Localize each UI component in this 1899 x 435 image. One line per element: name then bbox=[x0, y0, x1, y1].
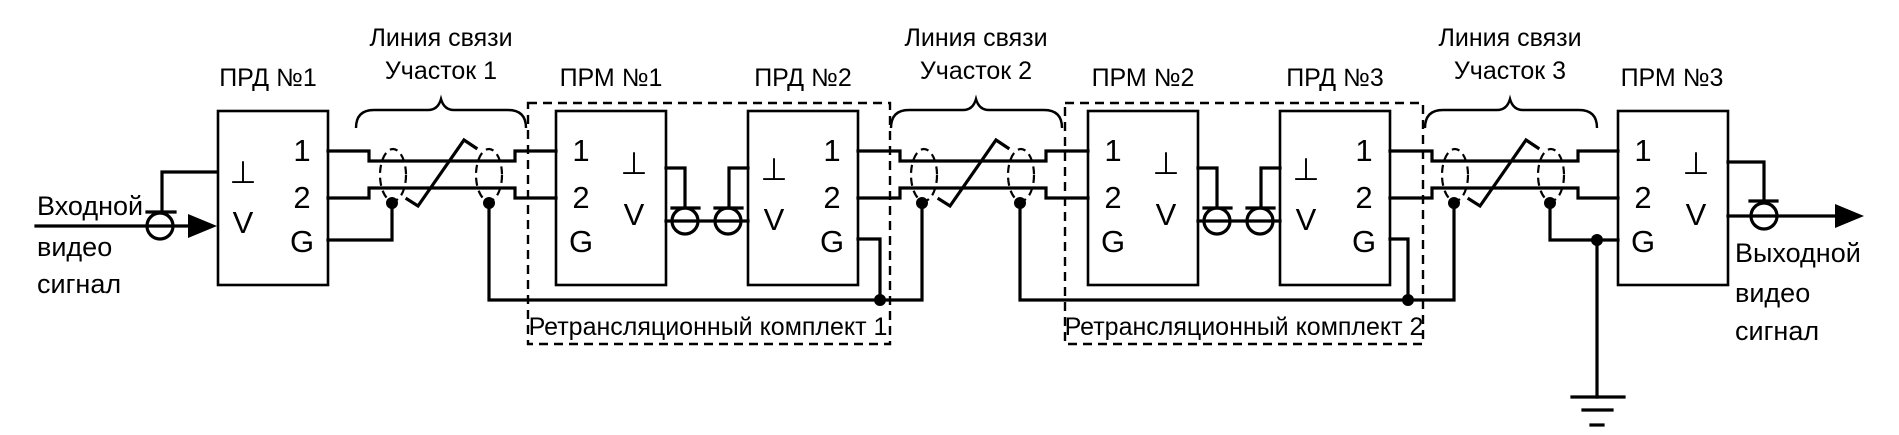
ground-wire-tx3 bbox=[1388, 237, 1410, 302]
pin-2: 2 bbox=[572, 180, 589, 215]
brace-line-2 bbox=[889, 94, 1064, 129]
pin-g: G bbox=[1352, 224, 1376, 259]
gnd-symbol: ⊥ bbox=[1152, 146, 1179, 181]
video-symbol: V bbox=[1686, 197, 1707, 232]
input-label-2: видео bbox=[37, 232, 112, 262]
cable-shield-icon bbox=[378, 147, 408, 203]
unit-title-tx3: ПРД №3 bbox=[1286, 64, 1384, 92]
unit-tx2: ⊥ V 1 2 G bbox=[746, 109, 860, 287]
pin-g: G bbox=[1631, 224, 1655, 259]
ground-wire-tx2 bbox=[856, 237, 882, 302]
video-symbol: V bbox=[1156, 197, 1177, 232]
twisted-pair-segment-1 bbox=[326, 137, 882, 302]
unit-tx1: ⊥ V 1 2 G bbox=[216, 109, 330, 287]
pin-1: 1 bbox=[1104, 133, 1121, 168]
earth-ground-icon bbox=[1570, 234, 1626, 427]
video-symbol: V bbox=[1296, 202, 1317, 237]
pin-g: G bbox=[290, 224, 314, 259]
coax-connector-icon bbox=[713, 206, 743, 236]
pin-2: 2 bbox=[1634, 180, 1651, 215]
input-arrow-icon bbox=[188, 214, 217, 238]
coax-link-2 bbox=[1196, 166, 1282, 236]
unit-rx2: 1 2 G ⊥ V bbox=[1086, 109, 1200, 287]
unit-title-rx2: ПРМ №2 bbox=[1092, 64, 1195, 92]
pin-1: 1 bbox=[1634, 133, 1651, 168]
pin-1: 1 bbox=[1355, 133, 1372, 168]
line-title-1b: Участок 1 bbox=[385, 57, 497, 85]
line-title-2b: Участок 2 bbox=[920, 57, 1032, 85]
pin-g: G bbox=[820, 224, 844, 259]
pin-1: 1 bbox=[823, 133, 840, 168]
output-label-2: видео bbox=[1735, 278, 1810, 308]
output-label-1: Выходной bbox=[1735, 238, 1861, 268]
junction-dot bbox=[874, 294, 886, 306]
input-label-1: Входной bbox=[37, 191, 143, 221]
junction-dot bbox=[1591, 234, 1603, 246]
unit-title-rx3: ПРМ №3 bbox=[1621, 64, 1724, 92]
output-arrow-icon bbox=[1835, 204, 1864, 228]
junction-dot bbox=[1402, 294, 1414, 306]
cable-shield-icon bbox=[909, 147, 939, 203]
output-label-3: сигнал bbox=[1735, 316, 1819, 346]
line-title-3b: Участок 3 bbox=[1454, 57, 1566, 85]
cable-shield-icon bbox=[474, 147, 504, 203]
unit-title-tx1: ПРД №1 bbox=[219, 64, 317, 92]
output-signal: Выходной видео сигнал bbox=[1726, 160, 1864, 346]
twisted-pair-segment-2 bbox=[856, 137, 1410, 302]
gnd-symbol: ⊥ bbox=[1292, 152, 1319, 187]
line-title-1a: Линия связи bbox=[369, 24, 512, 52]
unit-rx1: 1 2 G ⊥ V bbox=[554, 109, 668, 287]
brace-line-3 bbox=[1423, 94, 1599, 129]
video-symbol: V bbox=[764, 202, 785, 237]
cable-shield-icon bbox=[1536, 147, 1566, 203]
unit-tx3: ⊥ V 1 2 G bbox=[1278, 109, 1392, 287]
pin-g: G bbox=[569, 224, 593, 259]
brace-line-1 bbox=[354, 94, 528, 129]
twist-marker-icon bbox=[936, 137, 1011, 209]
pin-2: 2 bbox=[293, 180, 310, 215]
gnd-symbol: ⊥ bbox=[229, 155, 256, 190]
input-signal: Входной видео сигнал bbox=[34, 170, 218, 299]
pin-2: 2 bbox=[823, 180, 840, 215]
pin-1: 1 bbox=[572, 133, 589, 168]
unit-title-rx1: ПРМ №1 bbox=[560, 64, 663, 92]
coax-connector-icon bbox=[1202, 206, 1232, 236]
pin-2: 2 bbox=[1104, 180, 1121, 215]
line-title-3a: Линия связи bbox=[1438, 24, 1581, 52]
repeater-box-1 bbox=[526, 101, 892, 346]
repeater-label-1: Ретрансляционный комплект 1 bbox=[529, 313, 888, 341]
coax-link-1 bbox=[664, 166, 750, 236]
pin-g: G bbox=[1101, 224, 1125, 259]
pin-1: 1 bbox=[293, 133, 310, 168]
video-symbol: V bbox=[624, 197, 645, 232]
cable-shield-icon bbox=[1006, 147, 1036, 203]
twist-marker-icon bbox=[1466, 137, 1541, 209]
input-label-3: сигнал bbox=[37, 269, 121, 299]
gnd-symbol: ⊥ bbox=[620, 146, 647, 181]
coax-connector-icon bbox=[670, 206, 700, 236]
coax-connector-icon bbox=[1245, 206, 1275, 236]
twist-marker-icon bbox=[404, 137, 479, 209]
gnd-symbol: ⊥ bbox=[1682, 146, 1709, 181]
unit-title-tx2: ПРД №2 bbox=[754, 64, 852, 92]
pin-2: 2 bbox=[1355, 180, 1372, 215]
line-title-2a: Линия связи bbox=[904, 24, 1047, 52]
cable-shield-icon bbox=[1440, 147, 1470, 203]
output-connector-icon bbox=[1749, 201, 1779, 231]
gnd-symbol: ⊥ bbox=[760, 152, 787, 187]
unit-rx3: 1 2 G ⊥ V bbox=[1616, 109, 1730, 287]
repeater-label-2: Ретрансляционный комплект 2 bbox=[1065, 313, 1424, 341]
video-symbol: V bbox=[233, 205, 254, 240]
